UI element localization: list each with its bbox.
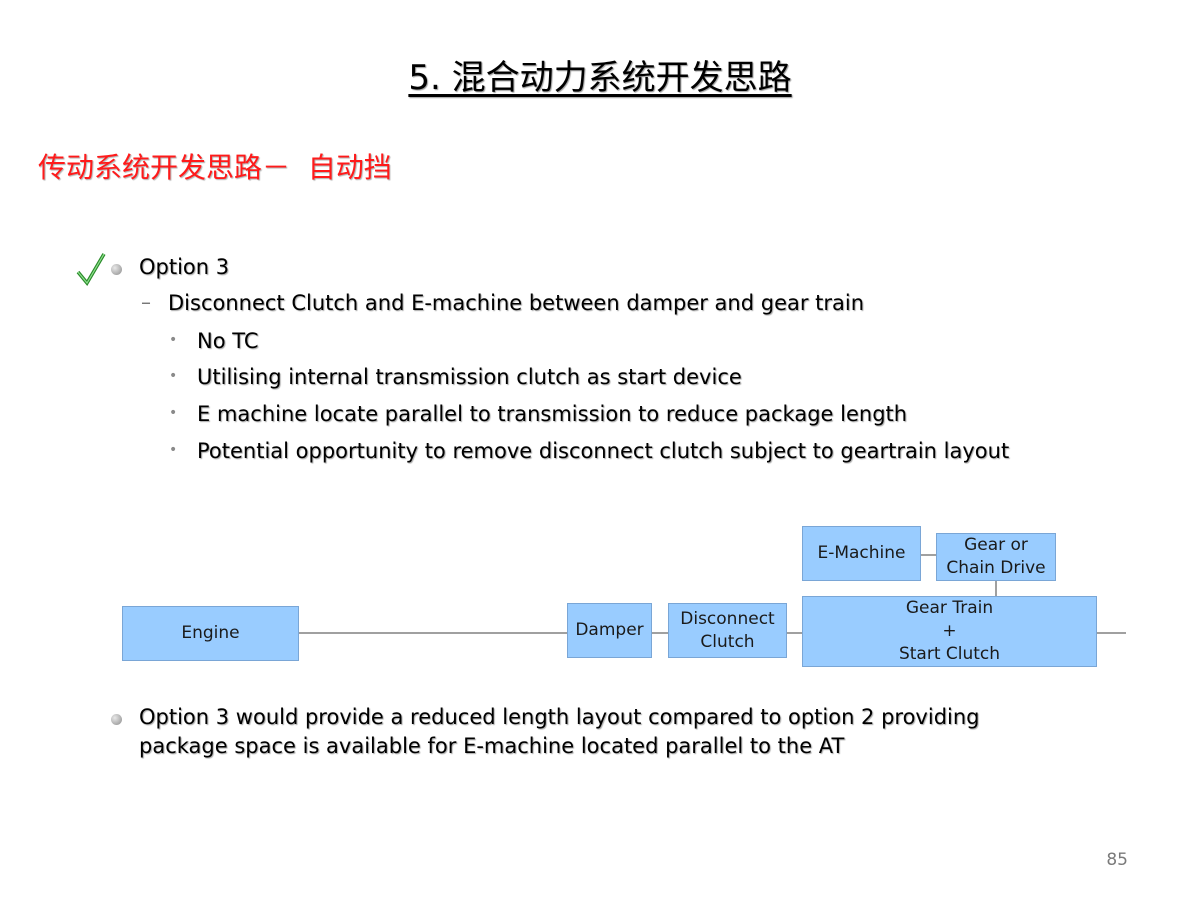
- shaft-line: [298, 632, 568, 634]
- slide-subtitle: 传动系统开发思路－ 自动挡: [38, 151, 392, 184]
- bullet-dot: [111, 264, 122, 275]
- small-bullet: •: [169, 405, 178, 421]
- damper-box: Damper: [567, 603, 652, 658]
- disconnect-clutch-box: Disconnect Clutch: [668, 603, 787, 658]
- point-3: E machine locate parallel to transmissio…: [197, 402, 908, 426]
- bullet-dot: [111, 714, 122, 725]
- small-bullet: •: [169, 442, 178, 458]
- option-heading: Option 3: [139, 255, 230, 279]
- connector-line: [920, 554, 937, 556]
- shaft-line: [786, 632, 803, 634]
- point-2: Utilising internal transmission clutch a…: [197, 365, 742, 389]
- dash-bullet: –: [141, 290, 151, 314]
- point-1: No TC: [197, 329, 259, 353]
- page-number: 85: [1106, 850, 1128, 870]
- connector-line: [995, 580, 997, 597]
- engine-box: Engine: [122, 606, 299, 661]
- checkmark-icon: [76, 253, 106, 287]
- conclusion-line-1: Option 3 would provide a reduced length …: [139, 705, 980, 729]
- gear-train-box: Gear Train + Start Clutch: [802, 596, 1097, 667]
- shaft-line: [651, 632, 669, 634]
- small-bullet: •: [169, 368, 178, 384]
- small-bullet: •: [169, 332, 178, 348]
- conclusion-line-2: package space is available for E-machine…: [139, 734, 845, 758]
- gear-chain-drive-box: Gear or Chain Drive: [936, 533, 1056, 581]
- slide-title: 5. 混合动力系统开发思路: [408, 58, 792, 98]
- sub-point: Disconnect Clutch and E-machine between …: [168, 291, 865, 315]
- e-machine-box: E-Machine: [802, 526, 921, 581]
- shaft-line: [1096, 632, 1126, 634]
- point-4: Potential opportunity to remove disconne…: [197, 439, 1010, 463]
